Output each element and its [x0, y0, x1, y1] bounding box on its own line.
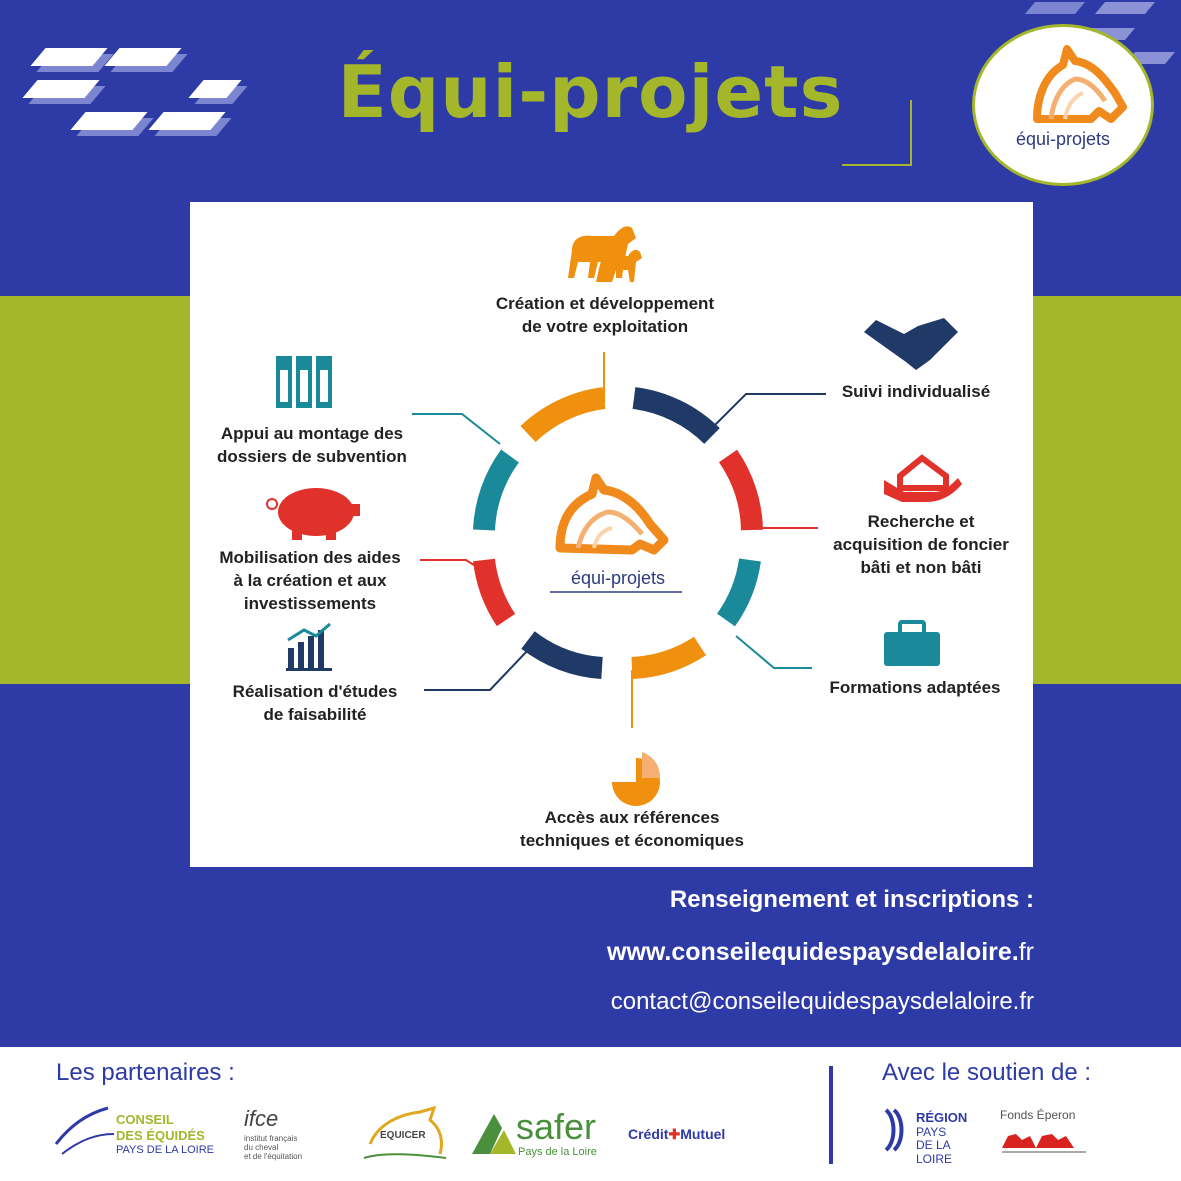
briefcase-icon — [884, 620, 940, 666]
safer-triangle-icon — [472, 1114, 516, 1154]
center-horse-logo-icon — [550, 473, 682, 593]
label-line: investissements — [243, 594, 377, 613]
ring-segment-references — [631, 636, 707, 679]
contact-heading: Renseignement et inscriptions : — [669, 886, 1034, 913]
label-line: Suivi individualisé — [841, 382, 991, 401]
logo-text: et de l'équitation — [244, 1152, 303, 1161]
equicer-logo: EQUICER — [360, 1104, 450, 1164]
partners-label: Les partenaires : — [56, 1059, 235, 1086]
logo-wordmark: équi-projets — [1015, 129, 1111, 149]
label-line: Mobilisation des aides — [219, 548, 401, 567]
label-line: de faisabilité — [263, 705, 367, 724]
ring-segment-etudes — [521, 631, 603, 679]
safer-logo: safer Pays de la Loire — [468, 1104, 608, 1164]
equi-projets-logo: équi-projets — [972, 24, 1154, 186]
label-formations: Formations adaptées — [812, 676, 1018, 699]
label-line: acquisition de foncier — [833, 535, 1009, 554]
ring-segment-creation — [520, 387, 606, 443]
label-line: bâti et non bâti — [860, 558, 982, 577]
conseil-equides-logo: CONSEIL DES ÉQUIDÉS PAYS DE LA LOIRE — [52, 1104, 222, 1160]
support-label: Avec le soutien de : — [882, 1059, 1092, 1086]
region-pays-de-la-loire-logo: RÉGION PAYS DE LA LOIRE — [882, 1108, 982, 1166]
credit-mutuel-icon: ✚ — [668, 1126, 681, 1142]
ring-segment-suivi — [632, 387, 720, 445]
label-references: Accès aux références techniques et écono… — [496, 806, 768, 852]
rider-swoosh-icon — [54, 1106, 115, 1155]
credit-mutuel-logo: Crédit✚Mutuel — [628, 1126, 758, 1148]
horse-head-logo-icon — [1033, 45, 1127, 123]
connector-formations — [735, 635, 812, 669]
equicer-horse-icon — [363, 1105, 447, 1159]
label-line: Appui au montage des — [220, 424, 404, 443]
logo-text: Fonds Éperon — [1000, 1108, 1076, 1122]
label-line: de votre exploitation — [521, 317, 689, 336]
region-emblem-icon — [884, 1108, 904, 1152]
logo-text: RÉGION — [916, 1110, 968, 1125]
piggy-bank-icon — [266, 488, 360, 540]
handshake-icon — [864, 318, 958, 370]
ring-segment-aides — [473, 558, 516, 627]
label-line: Formations adaptées — [829, 678, 1001, 697]
website-link[interactable]: www.conseilequidespaysdelaloire.fr — [607, 938, 1034, 967]
pie-chart-icon — [612, 752, 661, 806]
label-line: Création et développement — [495, 294, 715, 313]
logo-text: Mutuel — [680, 1126, 726, 1142]
logo-text: du cheval — [244, 1143, 279, 1152]
ring-segment-formations — [716, 558, 761, 627]
title-corner-bracket — [842, 100, 912, 166]
label-subvention: Appui au montage des dossiers de subvent… — [198, 422, 426, 468]
connector-subvention — [412, 413, 501, 445]
label-foncier: Recherche et acquisition de foncier bâti… — [816, 510, 1026, 579]
logo-text: safer — [516, 1106, 597, 1147]
fonds-eperon-logo: Fonds Éperon — [1000, 1108, 1110, 1158]
website-domain: www.conseilequidespaysdelaloire. — [607, 938, 1019, 966]
footer-divider — [829, 1066, 833, 1164]
website-tld: fr — [1018, 938, 1034, 966]
label-line: Réalisation d'études — [232, 682, 398, 701]
label-aides: Mobilisation des aides à la création et … — [198, 546, 422, 615]
page-title: Équi-projets — [337, 50, 844, 134]
house-in-hand-icon — [884, 454, 962, 502]
connector-suivi — [711, 393, 826, 429]
connector-aides — [420, 559, 489, 575]
label-line: techniques et économiques — [520, 831, 744, 850]
ring-segment-subvention — [473, 449, 520, 531]
logo-text: EQUICER — [380, 1130, 426, 1141]
horses-icon — [568, 226, 642, 282]
logo-text: Pays de la Loire — [518, 1146, 597, 1158]
label-line: Recherche et — [867, 512, 975, 531]
logo-text: institut français — [244, 1134, 298, 1143]
logo-text: CONSEIL — [116, 1112, 174, 1127]
label-line: dossiers de subvention — [217, 447, 407, 466]
label-line: à la création et aux — [233, 571, 387, 590]
logo-text: PAYS — [916, 1125, 947, 1139]
ring-segment-foncier — [718, 449, 763, 531]
label-suivi: Suivi individualisé — [826, 380, 1006, 403]
carriage-horses-icon — [1002, 1134, 1086, 1153]
logo-text: ifce — [244, 1106, 279, 1131]
binders-icon — [276, 356, 332, 408]
logo-text: PAYS DE LA LOIRE — [116, 1144, 215, 1156]
center-logo-wordmark: équi-projets — [570, 568, 666, 588]
label-line: Accès aux références — [544, 808, 720, 827]
logo-text: DES ÉQUIDÉS — [116, 1128, 205, 1143]
label-creation: Création et développement de votre explo… — [470, 292, 740, 338]
growth-chart-icon — [286, 622, 332, 671]
connector-etudes — [424, 649, 529, 691]
ifce-logo: ifce institut français du cheval et de l… — [240, 1106, 350, 1162]
logo-text: DE LA LOIRE — [916, 1138, 953, 1166]
logo-text: Crédit — [628, 1126, 669, 1142]
email-link[interactable]: contact@conseilequidespaysdelaloire.fr — [610, 988, 1034, 1015]
label-etudes: Réalisation d'études de faisabilité — [206, 680, 424, 726]
